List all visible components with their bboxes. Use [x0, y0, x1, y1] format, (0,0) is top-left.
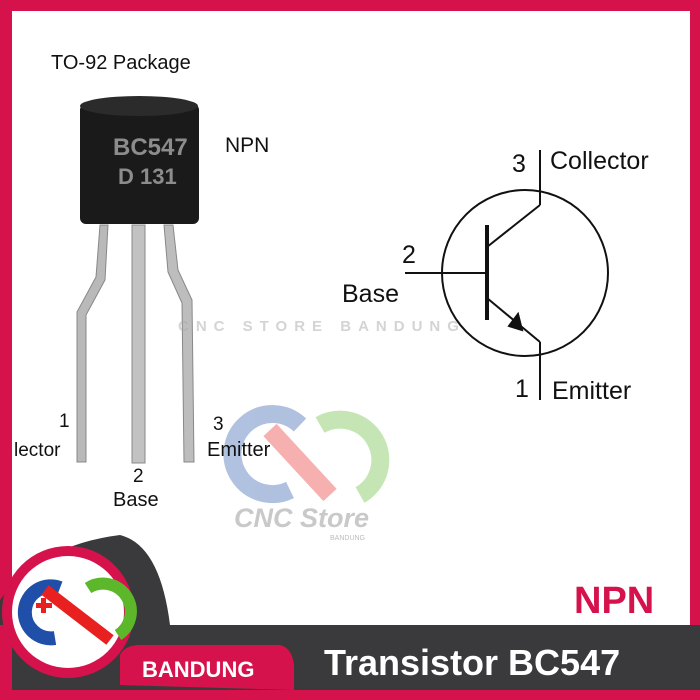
watermark: CNC STORE BANDUNG: [178, 318, 466, 335]
bottom-band: [0, 535, 700, 700]
npn-schematic: [405, 150, 609, 400]
transistor-photo: [76, 96, 199, 464]
collector-number: 3: [512, 150, 526, 178]
package-label: TO-92 Package: [51, 52, 191, 74]
type-label: NPN: [225, 134, 270, 157]
base-label: Base: [342, 280, 399, 308]
center-logo-sub: BANDUNG: [330, 535, 366, 542]
pin1-number: 1: [59, 411, 70, 432]
pin3-number: 3: [213, 414, 224, 435]
collector-label: Collector: [550, 147, 649, 175]
pin2-number: 2: [133, 466, 144, 487]
chip-marking-line2: D 131: [118, 164, 177, 189]
chip-marking-line1: BC547: [113, 134, 188, 161]
store-name: BANDUNG: [142, 657, 255, 682]
emitter-label: Emitter: [552, 377, 632, 405]
pin1-name: lector: [14, 440, 61, 461]
center-logo-mark: [223, 405, 390, 503]
pin2-name: Base: [113, 489, 159, 511]
product-title: Transistor BC547: [324, 642, 621, 683]
center-logo-name: CNC Store: [234, 503, 370, 533]
pin3-name: Emitter: [207, 439, 271, 461]
base-number: 2: [402, 241, 416, 269]
emitter-number: 1: [515, 375, 529, 403]
badge-type: NPN: [574, 580, 655, 622]
